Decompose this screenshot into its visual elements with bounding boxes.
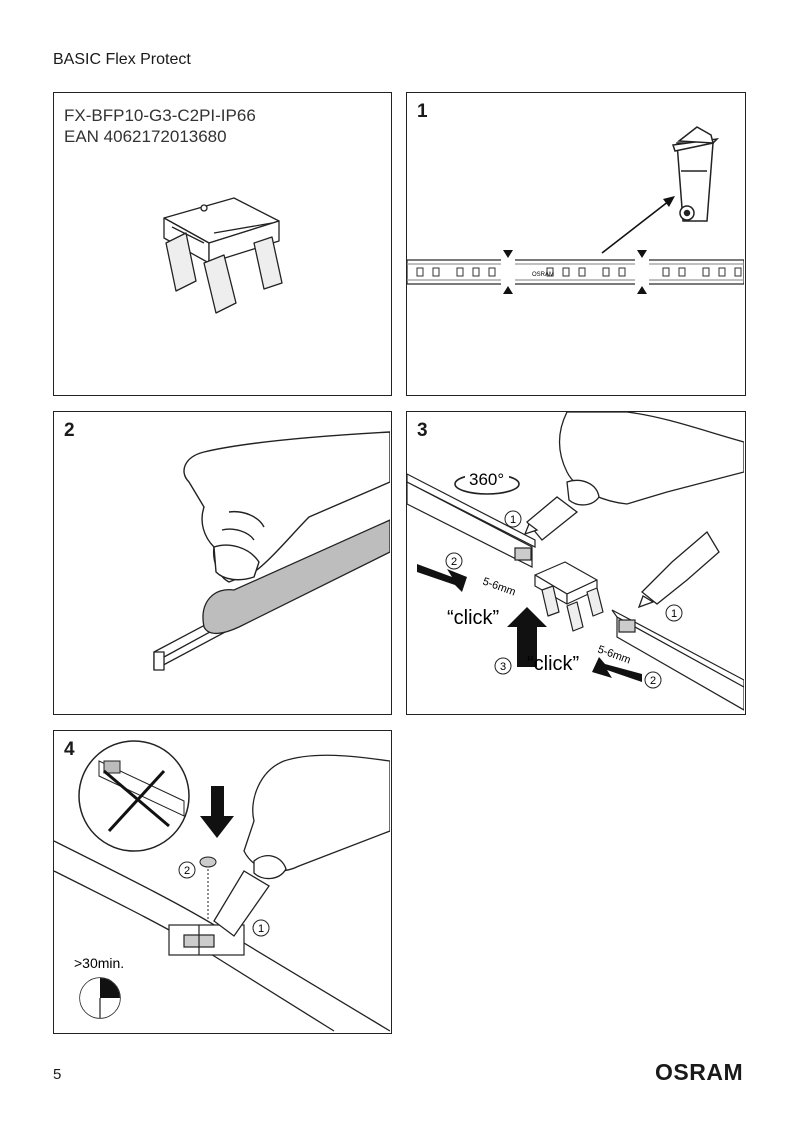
step-3-illustration: 360° “click” “click” 5-6mm 5-6mm 1 2 3 1…: [407, 412, 744, 711]
click-label-right: “click”: [527, 653, 579, 675]
marker-1-top: 1: [510, 514, 516, 526]
page-number: 5: [53, 1066, 62, 1083]
product-ean: EAN 4062172013680: [64, 127, 227, 146]
marker-2-right: 2: [650, 675, 656, 687]
step-1-number: 1: [417, 101, 428, 122]
marker-1: 1: [258, 923, 264, 935]
hand-icon: [243, 754, 390, 880]
marker-1-right: 1: [671, 608, 677, 620]
marker-3: 3: [500, 661, 506, 673]
document-title: BASIC Flex Protect: [53, 51, 191, 68]
product-code-block: FX-BFP10-G3-C2PI-IP66 EAN 4062172013680: [64, 105, 256, 147]
marker-2-left: 2: [451, 556, 457, 568]
step-1-illustration: OSRAM: [407, 126, 744, 294]
step-4-illustration: 2 1 >30min.: [54, 740, 390, 1032]
led-chip: [618, 267, 626, 277]
led-chip: [578, 267, 586, 277]
glue-tube-icon: [523, 496, 720, 609]
detail-circle: [78, 740, 190, 852]
led-chip: [562, 267, 570, 277]
led-chip: [472, 267, 480, 277]
led-chip: [488, 267, 496, 277]
product-code: FX-BFP10-G3-C2PI-IP66: [64, 106, 256, 125]
led-chip: [702, 267, 710, 277]
led-chip: [678, 267, 686, 277]
strip-brand-label: OSRAM: [532, 272, 554, 278]
led-chip: [602, 267, 610, 277]
trash-bin-icon: [672, 126, 720, 222]
led-chip: [734, 267, 742, 277]
led-chip: [416, 267, 424, 277]
step-2-panel: 2: [53, 411, 392, 715]
led-chip: [718, 267, 726, 277]
step-3-panel: 3: [406, 411, 746, 715]
led-chip: [456, 267, 464, 277]
gap-label-left: 5-6mm: [481, 576, 517, 599]
hand-icon: [183, 431, 390, 583]
led-chip: [546, 267, 554, 277]
clock-icon: [79, 977, 121, 1019]
product-panel: FX-BFP10-G3-C2PI-IP66 EAN 4062172013680: [53, 92, 392, 396]
click-label-left: “click”: [447, 607, 499, 629]
step-3-number: 3: [417, 420, 428, 441]
marker-2: 2: [184, 865, 190, 877]
led-chip: [432, 267, 440, 277]
cure-time-label: >30min.: [74, 955, 124, 971]
step-2-illustration: [153, 431, 390, 671]
brand-logo: OSRAM: [655, 1059, 744, 1085]
step-4-panel: 4: [53, 730, 392, 1034]
hand-icon: [558, 412, 744, 506]
step-1-panel: 1 OSRAM: [406, 92, 746, 396]
glue-tube-icon: [213, 870, 270, 937]
step-4-number: 4: [64, 739, 75, 760]
rotation-label: 360°: [469, 470, 504, 489]
connector-illustration: [163, 197, 283, 314]
led-chip: [662, 267, 670, 277]
step-2-number: 2: [64, 420, 75, 441]
